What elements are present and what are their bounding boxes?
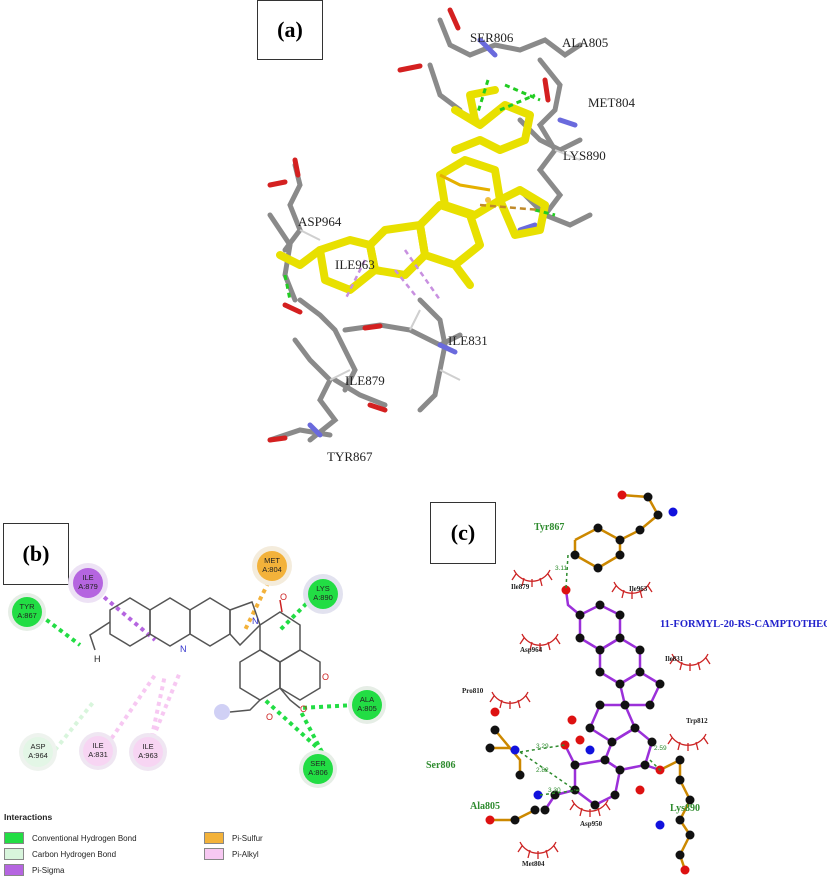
panel-b-label: (b): [3, 523, 69, 585]
label-trp812-c: Trp812: [686, 717, 708, 725]
legend-item-carbon-hb: Carbon Hydrogen Bond: [4, 848, 116, 860]
atom-o2: O: [322, 672, 329, 682]
hbonds-c: [519, 554, 663, 796]
panel-a-label: (a): [257, 0, 323, 60]
svg-text:A:890: A:890: [313, 593, 333, 602]
hb-distance: 3.30: [548, 787, 561, 794]
svg-text:SER: SER: [310, 759, 326, 768]
label-tyr867: TYR867: [327, 449, 373, 464]
label-asp950-c: Asp950: [580, 820, 603, 828]
svg-text:A:831: A:831: [88, 750, 108, 759]
interactions-legend: Interactions Conventional Hydrogen Bond …: [4, 812, 344, 876]
panel-a-hbonds: [283, 79, 556, 301]
legend-swatch: [204, 832, 224, 844]
label-asp964-c: Asp964: [520, 646, 543, 654]
svg-text:ASP: ASP: [30, 742, 45, 751]
legend-item-pi-sigma: Pi-Sigma: [4, 864, 64, 876]
label-ser806: SER806: [470, 30, 514, 45]
atom-o3: O: [300, 704, 307, 714]
legend-swatch: [204, 848, 224, 860]
label-lys890: LYS890: [563, 148, 606, 163]
residue-tyr867: TYR A:867: [8, 593, 46, 631]
label-met804: MET804: [588, 95, 635, 110]
label-ala805: ALA805: [562, 35, 608, 50]
residue-lys890: LYS A:890: [303, 574, 343, 614]
svg-text:MET: MET: [264, 556, 280, 565]
residue-ile963: ILE A:963: [129, 733, 167, 771]
label-met804-c: Met804: [522, 860, 545, 868]
svg-text:A:867: A:867: [17, 611, 37, 620]
atom-o1: O: [280, 592, 287, 602]
residue-ile831: ILE A:831: [79, 732, 117, 770]
svg-text:A:964: A:964: [28, 751, 48, 760]
legend-swatch: [4, 832, 24, 844]
panel-b-interactions: [38, 574, 356, 754]
label-pro810-c: Pro810: [462, 687, 484, 695]
legend-item-pi-sulfur: Pi-Sulfur: [204, 832, 263, 844]
label-ile879-c: Ile879: [511, 583, 530, 591]
legend-swatch: [4, 864, 24, 876]
label-lys890-c: Lys890: [670, 803, 700, 814]
svg-text:A:804: A:804: [262, 565, 282, 574]
ligand-bonds-c: [543, 589, 662, 811]
atom-n2: N: [252, 616, 259, 626]
svg-text:ILE: ILE: [82, 573, 93, 582]
svg-text:A:805: A:805: [357, 704, 377, 713]
hb-distance: 2.59: [654, 745, 667, 752]
hb-distance: 3.11: [555, 565, 568, 572]
label-ile831: ILE831: [448, 333, 488, 348]
legend-item-pi-alkyl: Pi-Alkyl: [204, 848, 259, 860]
legend-title: Interactions: [4, 812, 53, 822]
residue-ile879: ILE A:879: [68, 563, 108, 603]
svg-text:A:963: A:963: [138, 751, 158, 760]
label-ile963-c: Ile963: [629, 585, 648, 593]
residue-ser806: SER A:806: [299, 750, 337, 788]
legend-swatch: [4, 848, 24, 860]
hydrophobic-arcs: [489, 569, 711, 859]
svg-text:TYR: TYR: [20, 602, 36, 611]
residue-met804: MET A:804: [252, 546, 292, 586]
residue-ala805: ALA A:805: [348, 686, 386, 724]
svg-text:A:806: A:806: [308, 768, 328, 777]
svg-text:LYS: LYS: [316, 584, 330, 593]
protein-atom-tips: [267, 7, 578, 443]
ligand-name-c: 11-FORMYL-20-RS-CAMPTOTHECIN: [660, 619, 827, 630]
ligand-yellow: [276, 86, 549, 294]
svg-text:A:879: A:879: [78, 582, 98, 591]
panel-c-label: (c): [430, 502, 496, 564]
label-asp964: ASP964: [298, 214, 342, 229]
label-ile963: ILE963: [335, 257, 375, 272]
label-ile879: ILE879: [345, 373, 385, 388]
hb-distance: 3.29: [536, 743, 549, 750]
label-ser806-c: Ser806: [426, 760, 455, 771]
atom-h: H: [94, 654, 101, 664]
legend-item-conventional-hb: Conventional Hydrogen Bond: [4, 832, 137, 844]
label-ala805-c: Ala805: [470, 801, 500, 812]
atom-n1: N: [180, 644, 187, 654]
panel-b-ligand: [89, 597, 321, 713]
residue-asp964: ASP A:964: [19, 733, 57, 771]
hb-distance: 2.82: [536, 767, 549, 774]
label-tyr867-c: Tyr867: [534, 522, 564, 533]
svg-text:ILE: ILE: [92, 741, 103, 750]
atoms-c: [485, 490, 695, 875]
svg-text:ILE: ILE: [142, 742, 153, 751]
atom-o4: O: [266, 712, 273, 722]
svg-text:ALA: ALA: [360, 695, 374, 704]
label-ile831-c: Ile831: [665, 655, 684, 663]
